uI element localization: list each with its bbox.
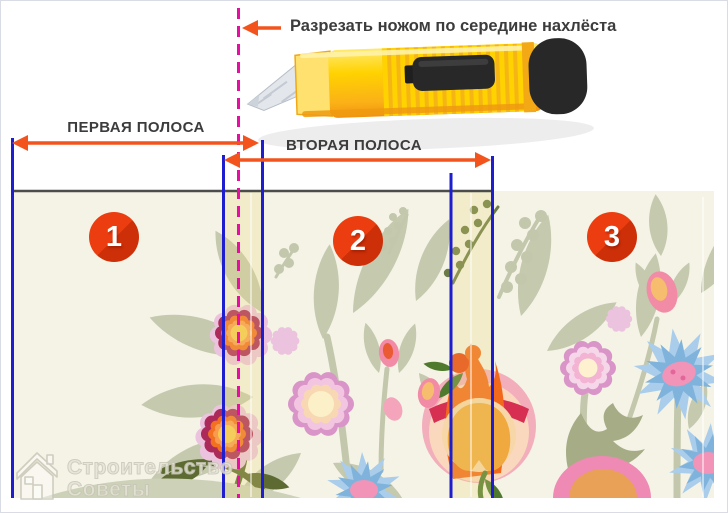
fern-sprig: [274, 207, 547, 293]
red-berries: [422, 345, 481, 402]
knife-handle: [294, 38, 588, 118]
site-watermark: Строительство Советы: [13, 447, 233, 503]
cut-pointer-arrow: [242, 20, 281, 36]
watermark-line-2: Советы: [66, 478, 151, 501]
overlap-zone-1: [225, 191, 261, 498]
strip-number-badge-2: 2: [333, 216, 383, 266]
knife-shadow: [258, 117, 594, 151]
ground-swoosh: [41, 478, 301, 498]
strip-number-badge-3: 3: [587, 212, 637, 262]
pink-buds: [378, 271, 678, 421]
strip1-span-arrow: [12, 135, 259, 151]
badge-number: 3: [603, 220, 621, 253]
sheet-edge-highlights: [250, 193, 704, 497]
strip2-span-arrow: [224, 152, 491, 168]
strip-edge-lines: [11, 138, 494, 498]
strip-number-badge-1: 1: [89, 212, 139, 262]
bottom-mound: [553, 456, 651, 498]
first-strip-label: ПЕРВАЯ ПОЛОСА: [67, 119, 205, 136]
flower-orchid: [560, 306, 633, 395]
badge-number: 2: [349, 224, 367, 257]
cut-instruction-label: Разрезать ножом по середине нахлёста: [290, 17, 617, 35]
knife-end-cap: [528, 38, 588, 115]
second-strip-label: ВТОРАЯ ПОЛОСА: [286, 137, 422, 154]
watermark-line-1: Строительство: [66, 456, 234, 479]
badge-number: 1: [105, 220, 123, 253]
house-icon: [16, 452, 58, 500]
flower-pale-pink: [270, 327, 354, 436]
